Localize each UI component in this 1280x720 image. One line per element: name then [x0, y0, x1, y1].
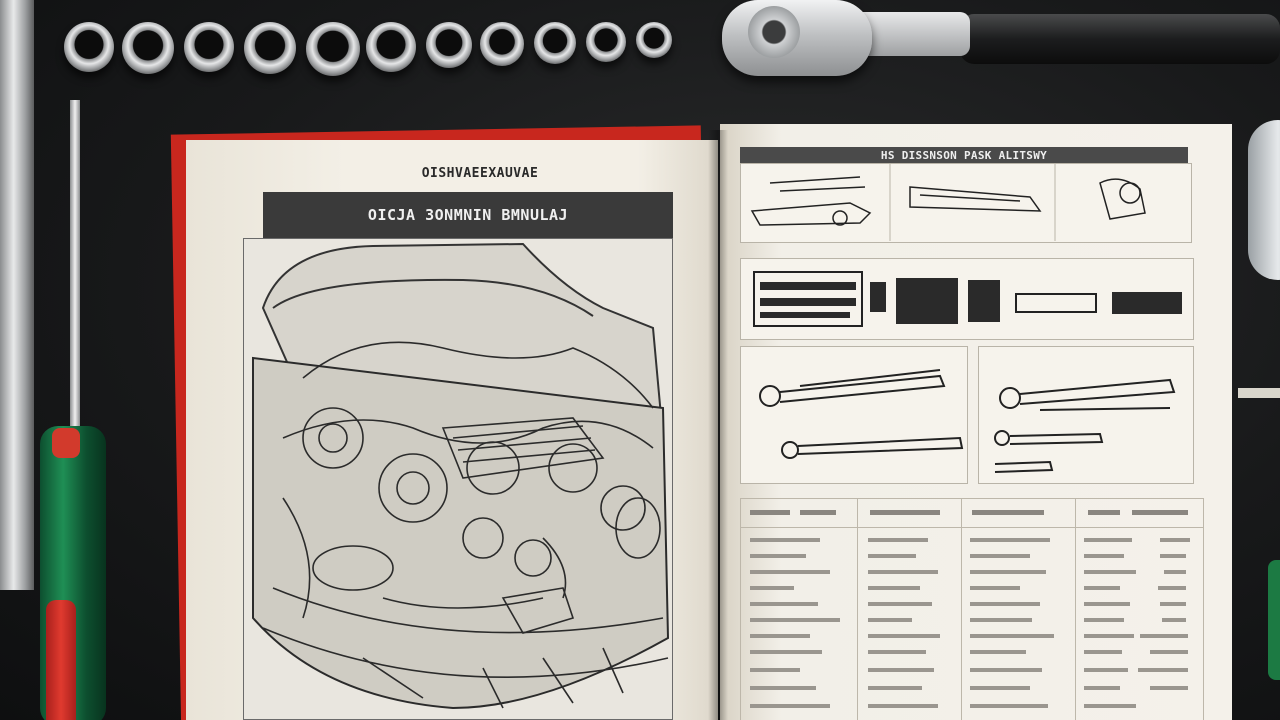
wrench-panel-left — [740, 346, 968, 484]
book-gutter — [708, 130, 728, 720]
screwdriver-shaft — [70, 100, 80, 440]
ratchet-drive — [748, 6, 800, 58]
socket-icon — [426, 22, 472, 68]
socket-icon — [244, 22, 296, 74]
socket-icon — [64, 22, 114, 72]
right-tool-handle — [1248, 120, 1280, 280]
socket-icon — [306, 22, 360, 76]
socket-row — [60, 14, 680, 84]
engine-bay-illustration — [243, 238, 673, 720]
spec-table-column — [857, 499, 962, 720]
left-running-head: OISHVAEEXAUVAE — [421, 166, 539, 181]
socket-icon — [366, 22, 416, 72]
ratchet-grip — [960, 14, 1280, 64]
spec-table-column — [961, 499, 1076, 720]
socket-icon — [122, 22, 174, 74]
screwdriver-stripe — [46, 600, 76, 720]
socket-icon — [534, 22, 576, 64]
socket-icon — [636, 22, 672, 58]
wrench-diagrams — [759, 369, 1176, 473]
right-pin — [1238, 388, 1280, 398]
socket-icon — [480, 22, 524, 66]
spec-table-text-lines — [750, 510, 1190, 708]
socket-icon — [184, 22, 234, 72]
tool-diagram-row-2 — [753, 271, 1182, 327]
screwdriver-cap — [52, 428, 80, 458]
right-page-header: HS DISSNSON PASK ALITSWY — [740, 147, 1188, 163]
steel-bar-icon — [0, 0, 34, 590]
spec-table-header-row — [741, 499, 1203, 528]
figure-header: OICJA 3ONMNIN BMNULAJ — [263, 192, 673, 238]
socket-icon — [586, 22, 626, 62]
wrench-panel-right — [978, 346, 1194, 484]
spec-table-column — [741, 499, 858, 720]
tool-diagram-panel-1 — [740, 163, 1192, 243]
tool-diagram-row-1 — [750, 163, 1146, 241]
spec-table — [740, 498, 1204, 720]
right-green-handle — [1268, 560, 1280, 680]
